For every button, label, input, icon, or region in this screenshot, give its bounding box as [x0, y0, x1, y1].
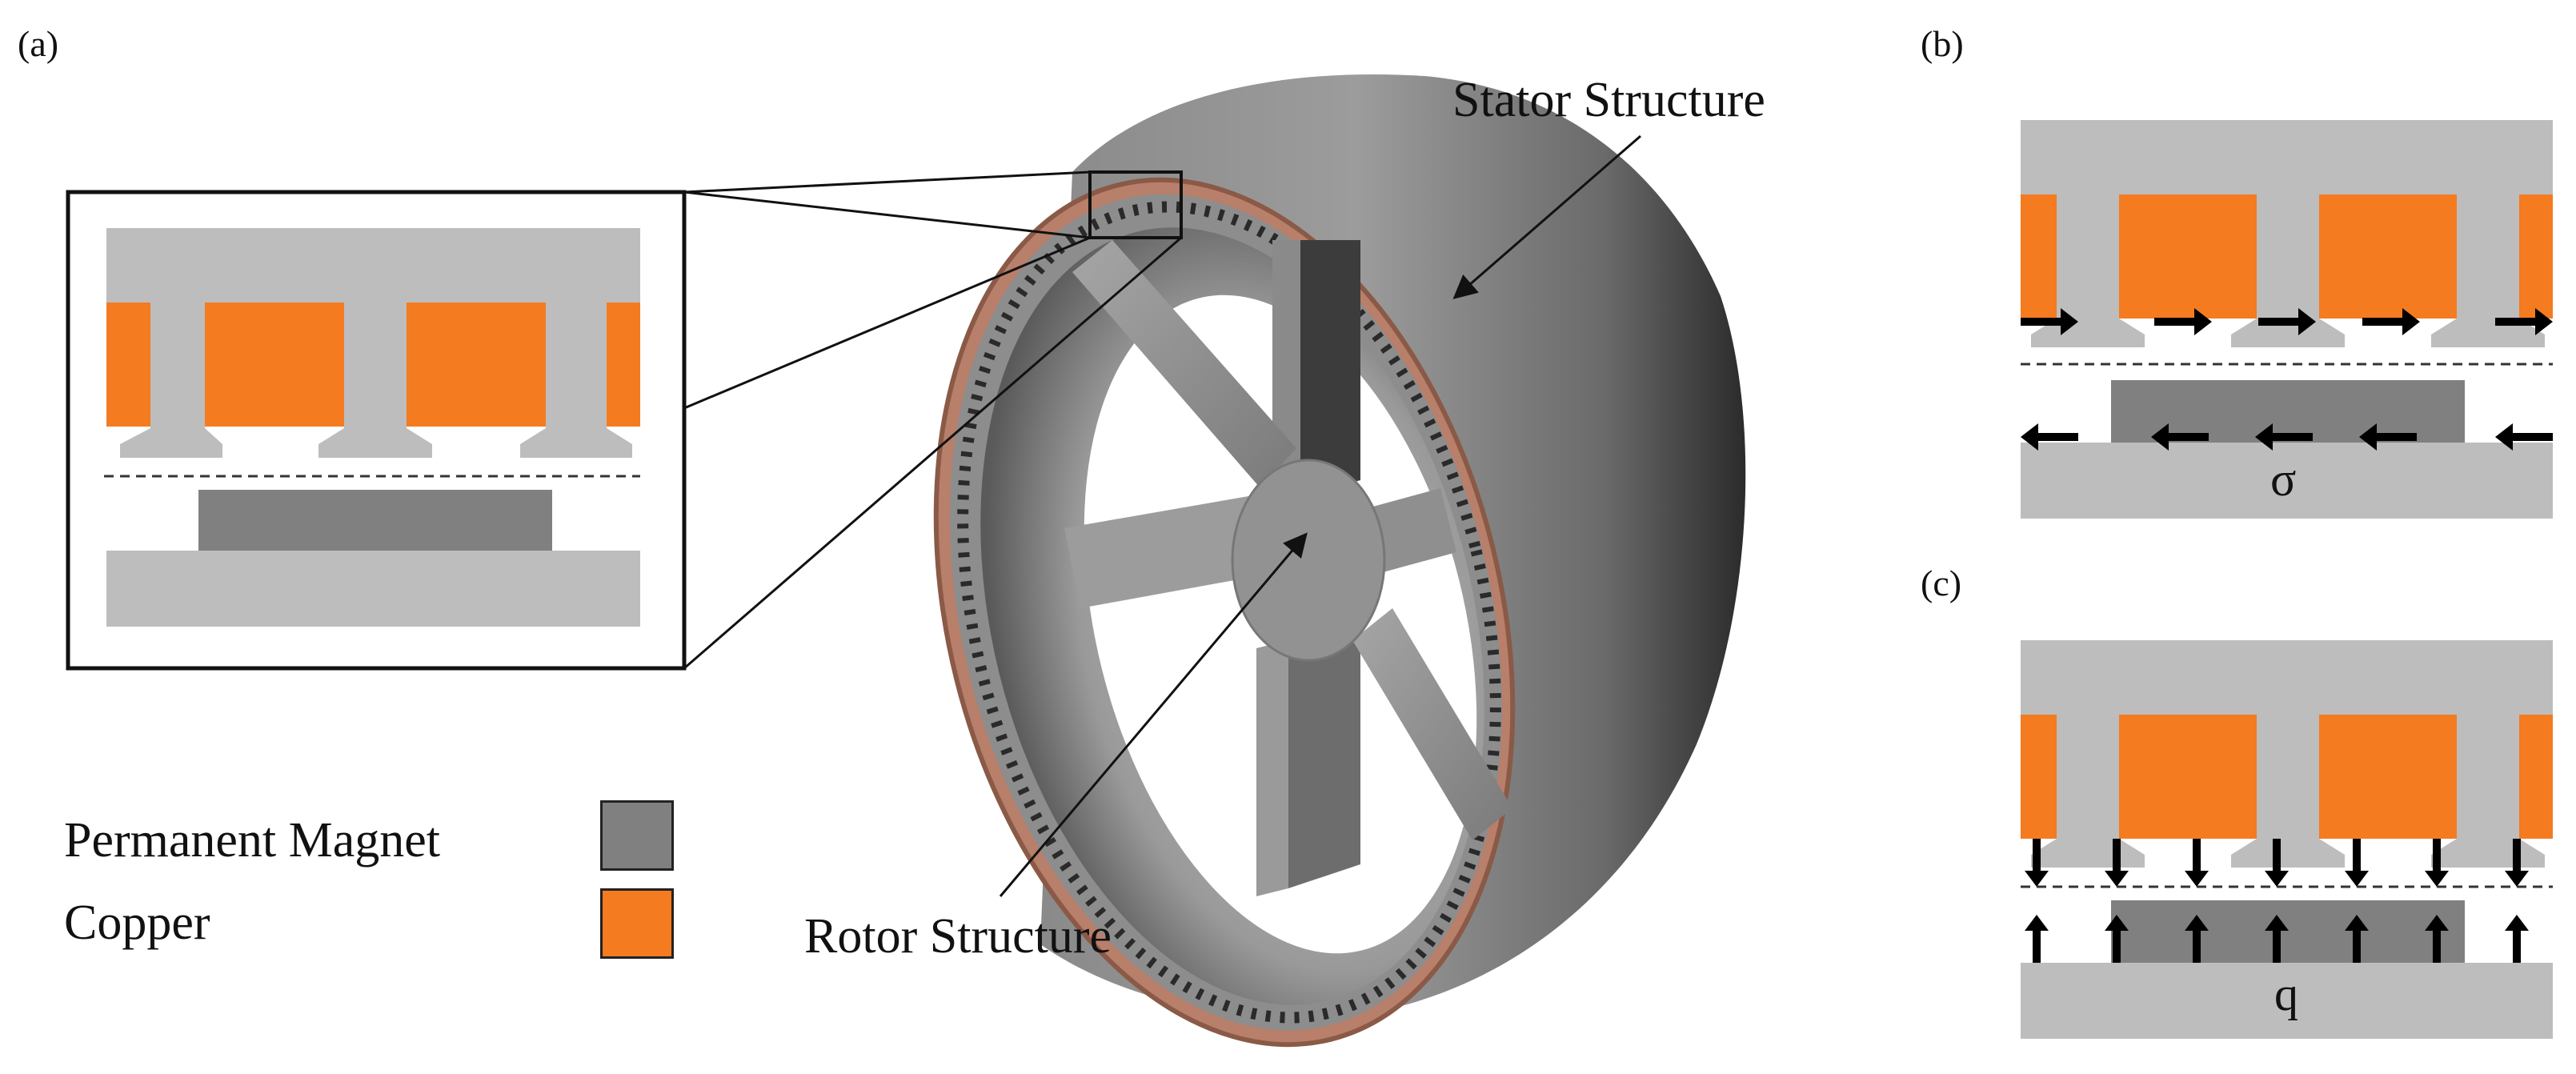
c-tooth [2031, 716, 2145, 868]
inset-copper [106, 303, 150, 427]
panel-label-c: (c) [1921, 563, 1962, 603]
inset-stator-yoke [106, 228, 640, 304]
panel-label-b: (b) [1921, 23, 1964, 64]
normal-arrow-down [2105, 839, 2129, 887]
c-copper [2519, 715, 2553, 839]
panel-c-diagram [2021, 640, 2553, 1039]
inset-tooth [520, 304, 632, 458]
inset-copper [607, 303, 640, 427]
rotor-structure-label: Rotor Structure [804, 909, 1112, 964]
normal-arrow-up [2025, 915, 2049, 963]
shear-arrow-left [2495, 423, 2553, 451]
c-tooth [2231, 716, 2345, 868]
b-tooth [2431, 196, 2545, 347]
c-copper [2119, 715, 2257, 839]
normal-arrow-down [2425, 839, 2449, 887]
rotor-pointer [999, 532, 1308, 897]
inset-tooth [120, 304, 222, 458]
normal-arrow-up [2425, 915, 2449, 963]
inset-magnet [198, 490, 552, 551]
connector-line [683, 170, 1091, 194]
spoke-top [1300, 240, 1360, 496]
b-tooth [2031, 196, 2145, 347]
connector-line [683, 236, 1182, 670]
normal-arrow-up [2105, 915, 2129, 963]
rotor-spokes [1064, 240, 1512, 896]
normal-arrow-up [2505, 915, 2529, 963]
stator-pointer [1452, 134, 1641, 299]
legend-label-copper: Copper [64, 896, 210, 950]
spoke-bottom-face [1256, 640, 1288, 896]
shear-arrow-right [2258, 308, 2316, 335]
spoke-left [1064, 496, 1256, 608]
spoke-bottom [1288, 624, 1360, 888]
legend-label-magnet: Permanent Magnet [64, 813, 441, 868]
b-copper [2319, 194, 2457, 319]
c-magnet [2111, 900, 2465, 963]
rotor-hub [1231, 459, 1386, 662]
normal-arrow-down [2185, 839, 2209, 887]
inset-rotor-yoke [106, 551, 640, 627]
shear-arrow-left [2021, 423, 2078, 451]
shear-arrow-left [2359, 423, 2417, 451]
c-copper [2319, 715, 2457, 839]
shear-arrow-left [2255, 423, 2313, 451]
shear-arrow-right [2495, 308, 2553, 335]
shear-stress-symbol: σ [2270, 453, 2297, 506]
normal-arrow-up [2265, 915, 2289, 963]
legend-swatch-copper [600, 888, 674, 959]
panel-b-diagram [2021, 120, 2553, 519]
spoke-lower-right [1352, 608, 1512, 840]
shear-arrow-left [2151, 423, 2209, 451]
c-rotor-yoke [2021, 963, 2553, 1039]
normal-arrow-up [2345, 915, 2369, 963]
normal-arrow-down [2265, 839, 2289, 887]
connector-line [683, 236, 1091, 410]
normal-stress-symbol: q [2274, 968, 2298, 1020]
zoom-inset [66, 170, 1182, 671]
c-rotor-normal-arrows [2025, 915, 2529, 963]
connector-line [683, 190, 1091, 239]
panel-label-a: (a) [18, 23, 59, 64]
legend-swatch-magnet [600, 800, 674, 871]
shear-arrow-right [2154, 308, 2212, 335]
inset-tooth [318, 304, 432, 458]
c-tooth [2431, 716, 2545, 868]
b-copper [2119, 194, 2257, 319]
shear-arrow-right [2021, 308, 2078, 335]
normal-arrow-up [2185, 915, 2209, 963]
c-stator-normal-arrows [2025, 839, 2529, 887]
b-magnet [2111, 380, 2465, 443]
stator-teeth-ring [957, 201, 1501, 1024]
b-rotor-yoke [2021, 443, 2553, 519]
normal-arrow-down [2505, 839, 2529, 887]
c-stator-yoke [2021, 640, 2553, 716]
b-copper [2021, 194, 2057, 319]
b-stator-shear-arrows [2021, 308, 2553, 335]
inset-copper [407, 303, 546, 427]
b-rotor-shear-arrows [2021, 423, 2553, 451]
b-copper [2519, 194, 2553, 319]
spoke-upper-left [1072, 240, 1296, 488]
b-tooth [2231, 196, 2345, 347]
b-stator-yoke [2021, 120, 2553, 196]
inset-copper [205, 303, 344, 427]
c-copper [2021, 715, 2057, 839]
normal-arrow-down [2345, 839, 2369, 887]
normal-arrow-down [2025, 839, 2049, 887]
stator-structure-label: Stator Structure [1452, 73, 1765, 127]
machine-illustration [933, 74, 1746, 1048]
zoom-marker [1088, 170, 1183, 239]
shear-arrow-right [2362, 308, 2420, 335]
